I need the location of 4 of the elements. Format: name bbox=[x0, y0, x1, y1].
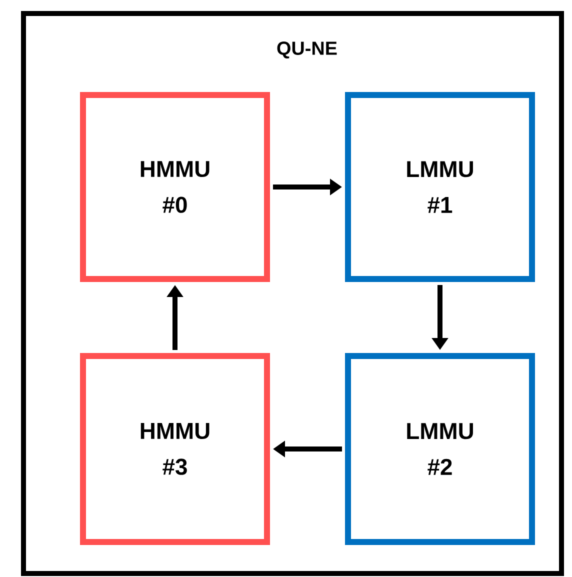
unit-box: HMMU #3 bbox=[80, 353, 270, 545]
unit-box: LMMU #2 bbox=[345, 353, 535, 545]
unit-box: HMMU #0 bbox=[80, 92, 270, 282]
unit-box: LMMU #1 bbox=[345, 92, 535, 282]
